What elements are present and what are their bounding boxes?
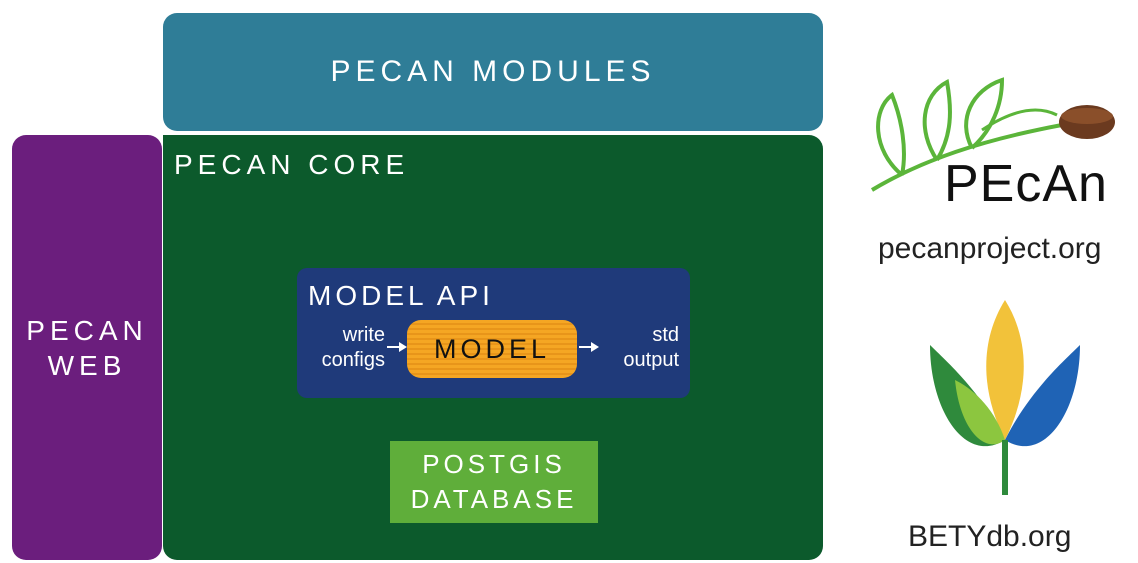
model-api-block: MODEL API write configs MODEL std output: [297, 268, 690, 398]
pecan-core-title: PECAN CORE: [174, 149, 410, 180]
write-configs-line2: configs: [321, 349, 385, 371]
betydb-logo: [925, 290, 1085, 505]
write-configs-text: write configs: [305, 323, 385, 373]
pecan-logo: PEcAn: [862, 70, 1132, 215]
model-block: MODEL: [407, 320, 577, 378]
pecan-web-block: PECAN WEB: [12, 135, 162, 560]
pecan-modules-label: PECAN MODULES: [330, 55, 656, 88]
postgis-database-block: POSTGIS DATABASE: [390, 441, 598, 523]
postgis-database-line2: DATABASE: [410, 484, 578, 514]
pecan-wordmark: PEcAn: [944, 155, 1108, 213]
pecan-web-line1: PECAN: [26, 314, 148, 346]
betydb-url: BETYdb.org: [908, 520, 1072, 553]
pecan-web-line2: WEB: [47, 349, 127, 381]
model-label: MODEL: [433, 333, 551, 364]
pecan-modules-block: PECAN MODULES: [163, 13, 823, 131]
std-output-text: std output: [599, 323, 679, 373]
betydb-leaf-icon: [930, 300, 1080, 495]
pecan-web-label: PECAN WEB: [26, 313, 147, 383]
postgis-database-label: POSTGIS DATABASE: [411, 447, 578, 517]
std-output-line1: std: [652, 324, 679, 346]
arrow-out-of-model-icon: [579, 342, 599, 352]
pecanproject-url: pecanproject.org: [878, 232, 1102, 265]
postgis-database-line1: POSTGIS: [422, 449, 566, 479]
arrow-into-model-icon: [387, 342, 407, 352]
model-api-title: MODEL API: [308, 280, 494, 311]
std-output-line2: output: [623, 349, 679, 371]
pecan-leaves-icon: [870, 77, 1115, 192]
write-configs-line1: write: [342, 324, 385, 346]
